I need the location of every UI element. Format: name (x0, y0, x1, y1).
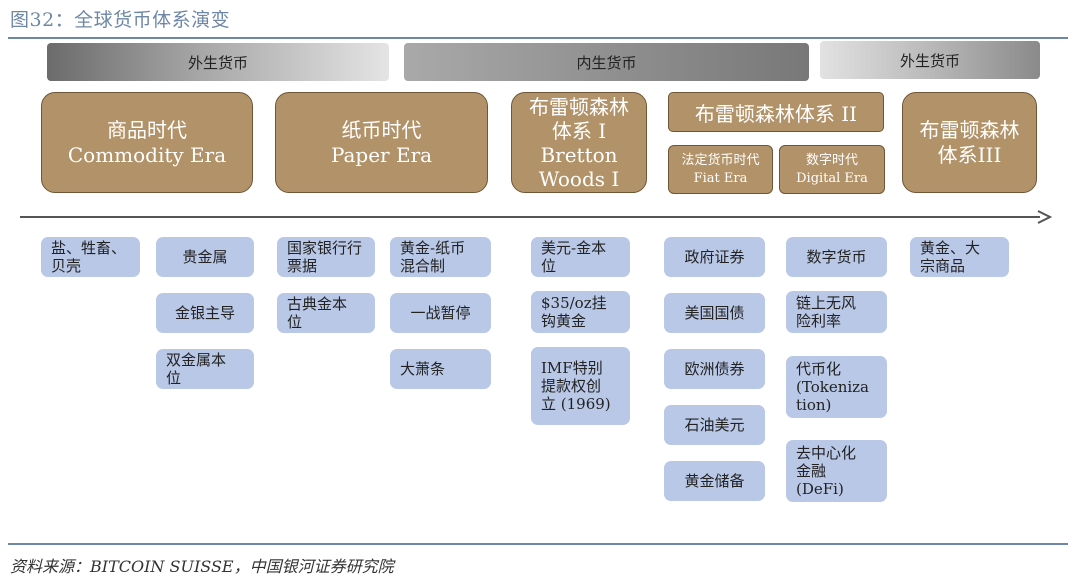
era-paper-cn: 纸币时代 (341, 117, 422, 142)
tag-bimetallism: 双金属本 位 (156, 349, 254, 389)
tag-imf-sdr-1969: IMF特别 提款权创 立 (1969) (531, 347, 630, 425)
era-commodity: 商品时代 Commodity Era (41, 92, 253, 193)
tag-tokenization: 代币化 (Tokeniza tion) (786, 356, 887, 418)
source-note: 资料来源：BITCOIN SUISSE，中国银河证券研究院 (10, 557, 394, 576)
tag-petrodollar: 石油美元 (664, 405, 765, 445)
tag-ww1-suspension: 一战暂停 (390, 293, 491, 333)
tag-precious-metals: 贵金属 (156, 237, 254, 277)
tag-gold-silver-dominant: 金银主导 (156, 293, 254, 333)
tag-great-depression: 大萧条 (390, 349, 491, 389)
tag-35-oz-gold-peg: $35/oz挂 钩黄金 (531, 291, 630, 333)
era-commodity-en: Commodity Era (67, 142, 227, 167)
tag-gold-paper-hybrid: 黄金-纸币 混合制 (390, 237, 491, 277)
era-bretton-woods-2: 布雷顿森林体系 II (668, 92, 884, 132)
era-bretton-woods-3: 布雷顿森林 体系III (902, 92, 1037, 193)
era-bw1-line4: Woods I (538, 166, 620, 191)
sub-era-fiat-cn: 法定货币时代 (681, 152, 760, 168)
era-bw3-line1: 布雷顿森林 (919, 117, 1020, 142)
sub-era-digital-cn: 数字时代 (805, 152, 858, 168)
band-exogenous-left: 外生货币 (47, 43, 389, 81)
top-divider (8, 37, 1068, 39)
era-paper-en: Paper Era (330, 142, 433, 167)
era-commodity-cn: 商品时代 (107, 117, 187, 142)
tag-digital-currency: 数字货币 (786, 237, 887, 277)
band-endogenous: 内生货币 (404, 43, 809, 81)
era-bw1-line2: 体系 I (551, 118, 607, 143)
tag-defi: 去中心化 金融 (DeFi) (786, 440, 887, 502)
tag-onchain-risk-free-rate: 链上无风 险利率 (786, 291, 887, 333)
tag-government-securities: 政府证券 (664, 237, 765, 277)
era-bretton-woods-1: 布雷顿森林 体系 I Bretton Woods I (511, 92, 647, 193)
timeline-arrow (20, 210, 1052, 224)
tag-salt-livestock-shells: 盐、牲畜、 贝壳 (41, 237, 140, 277)
tag-gold-commodities: 黄金、大 宗商品 (910, 237, 1009, 277)
figure-title: 图32：全球货币体系演变 (10, 9, 231, 31)
era-bw1-line1: 布雷顿森林 (529, 94, 629, 119)
bottom-divider (8, 543, 1068, 545)
tag-dollar-gold-standard: 美元-金本 位 (531, 237, 630, 277)
sub-era-digital: 数字时代 Digital Era (779, 145, 885, 194)
band-exogenous-right: 外生货币 (820, 41, 1040, 79)
tag-state-bank-notes: 国家银行行 票据 (277, 237, 375, 277)
tag-us-treasuries: 美国国债 (664, 293, 765, 333)
sub-era-digital-en: Digital Era (796, 170, 868, 186)
era-paper: 纸币时代 Paper Era (275, 92, 488, 193)
sub-era-fiat: 法定货币时代 Fiat Era (668, 145, 773, 194)
tag-gold-reserves: 黄金储备 (664, 461, 765, 501)
era-bw3-line2: 体系III (937, 142, 1002, 167)
tag-eurobonds: 欧洲债券 (664, 349, 765, 389)
era-bw1-line3: Bretton (540, 142, 618, 167)
tag-classical-gold-standard: 古典金本 位 (277, 293, 375, 333)
sub-era-fiat-en: Fiat Era (693, 170, 748, 186)
